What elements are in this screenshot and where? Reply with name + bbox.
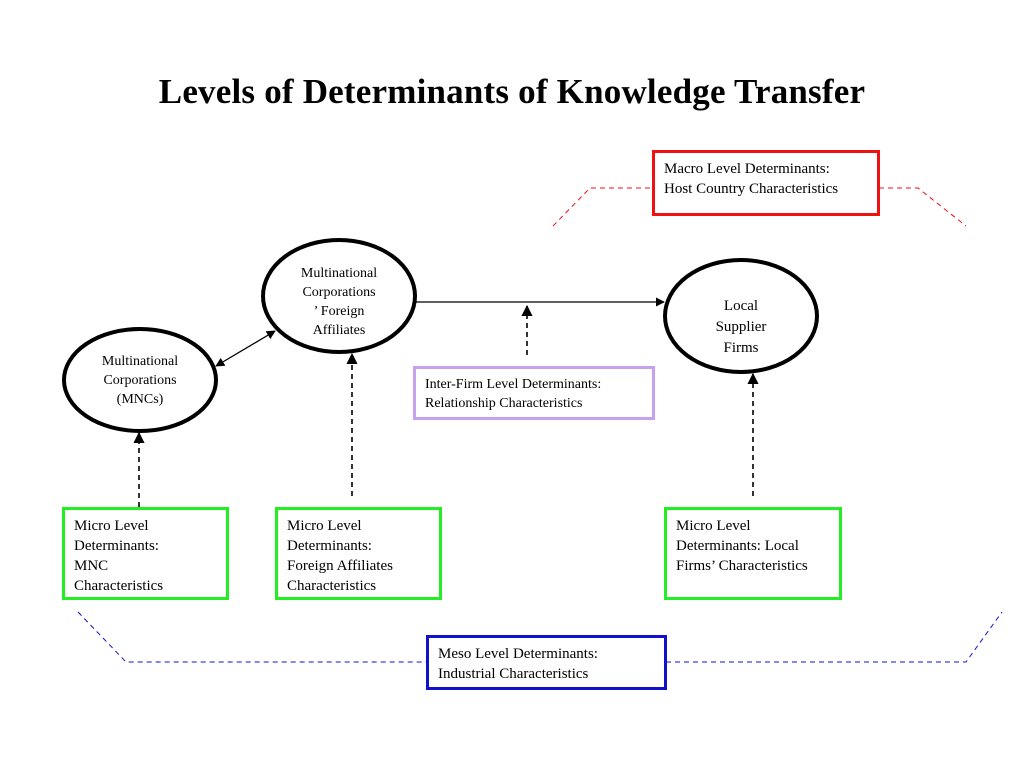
box-text-line: Characteristics [74,578,164,594]
box-text-line: MNC [74,558,109,574]
box-text-line: Determinants: [287,538,372,554]
box-text-line: Micro Level [74,518,149,534]
box-text-line: Firms’ Characteristics [676,558,808,574]
box-text-line: Macro Level Determinants: [664,161,830,177]
box-text-line: Host Country Characteristics [664,181,839,197]
box-text-line: Meso Level Determinants: [438,646,598,662]
micro-mnc-box: Micro Level Determinants: MNC Characteri… [62,507,229,600]
box-text-line: Determinants: Local [676,538,799,554]
node-label-line: Multinational [101,354,179,369]
diagram-title: Levels of Determinants of Knowledge Tran… [158,72,866,111]
box-text-line: Industrial Characteristics [438,666,589,682]
micro-local-box: Micro Level Determinants: Local Firms’ C… [664,507,842,600]
node-label-line: Local [723,298,759,314]
mncs-node [62,327,218,433]
node-label-line: Supplier [715,319,767,335]
box-text-line: Foreign Affiliates [287,558,393,574]
node-label-line: Corporations [103,373,177,388]
node-label-line: Affiliates [312,323,366,338]
affiliates-node-label: Multinational Corporations ’ Foreign Aff… [279,264,399,340]
node-label-line: (MNCs) [116,392,164,407]
box-text-line: Relationship Characteristics [425,396,583,411]
local-firms-node [663,258,819,374]
meso-bracket [666,611,1003,663]
macro-bracket [879,187,967,227]
mnc-affiliate-link-arrow [215,330,276,367]
node-label-line: Firms [723,340,759,356]
mncs-node-label: Multinational Corporations (MNCs) [80,352,200,409]
local-firms-node-label: Local Supplier Firms [681,296,801,359]
node-label-line: Multinational [300,266,378,281]
macro-bracket [552,187,654,227]
macro-level-box: Macro Level Determinants: Host Country C… [652,150,880,216]
meso-bracket [77,611,428,663]
node-label-line: ’ Foreign [313,304,365,319]
box-text-line: Inter-Firm Level Determinants: [425,377,602,392]
box-text-line: Micro Level [287,518,362,534]
box-text-line: Determinants: [74,538,159,554]
box-text-line: Characteristics [287,578,377,594]
micro-affiliates-box: Micro Level Determinants: Foreign Affili… [275,507,442,600]
node-label-line: Corporations [302,285,376,300]
box-text-line: Micro Level [676,518,751,534]
inter-firm-level-box: Inter-Firm Level Determinants: Relations… [413,366,655,420]
affiliates-node [261,238,417,354]
meso-level-box: Meso Level Determinants: Industrial Char… [426,635,667,690]
